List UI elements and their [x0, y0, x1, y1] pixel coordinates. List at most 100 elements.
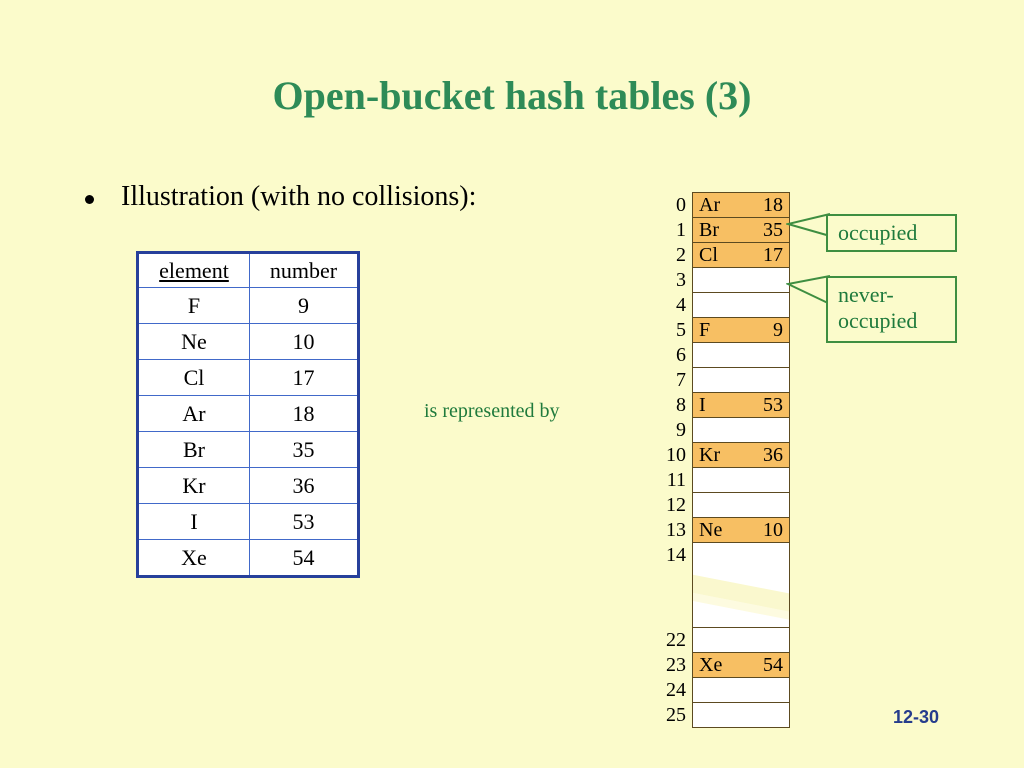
hash-bucket-element: Kr: [699, 444, 721, 466]
hash-bucket-row: 3: [658, 267, 790, 293]
hash-bucket-cell: [692, 702, 790, 728]
hash-bucket-index: 12: [666, 494, 686, 516]
hash-bucket-index: 9: [676, 419, 686, 441]
hash-bucket-element: F: [699, 319, 711, 341]
hash-bucket-index: 13: [666, 519, 686, 541]
hash-bucket-cell: [692, 492, 790, 518]
hash-bucket-cell: Cl 17: [692, 242, 790, 268]
hash-table-break: [658, 567, 790, 628]
bullet-text: Illustration (with no collisions):: [121, 181, 477, 212]
hash-bucket-index: 25: [666, 704, 686, 726]
cell-element: I: [137, 503, 250, 540]
hash-bucket-cell: Ar 18: [692, 192, 790, 218]
hash-bucket-cell: [692, 542, 790, 568]
cell-number: 53: [249, 503, 359, 540]
hash-bucket-index: 0: [676, 194, 686, 216]
column-header-element: element: [137, 252, 250, 288]
break-index-spacer: [658, 568, 692, 628]
hash-bucket-row: 4: [658, 292, 790, 318]
hash-bucket-cell: [692, 467, 790, 493]
cell-number: 10: [249, 323, 359, 360]
hash-bucket-index: 6: [676, 344, 686, 366]
callout-never-occupied-label: never-occupied: [838, 282, 918, 333]
hash-bucket-index: 24: [666, 679, 686, 701]
hash-bucket-element: Cl: [699, 244, 718, 266]
hash-bucket-index: 2: [676, 244, 686, 266]
hash-bucket-number: 35: [763, 219, 783, 241]
hash-bucket-row: 24: [658, 677, 790, 703]
cell-number: 17: [249, 359, 359, 396]
hash-bucket-cell: I 53: [692, 392, 790, 418]
is-represented-by-label: is represented by: [424, 400, 560, 422]
hash-bucket-cell: Ne 10: [692, 517, 790, 543]
hash-bucket-row: 14: [658, 542, 790, 568]
hash-bucket-row: 13 Ne 10: [658, 517, 790, 543]
cell-element: Xe: [137, 539, 250, 577]
hash-bucket-row: 0 Ar 18: [658, 192, 790, 218]
column-header-number: number: [249, 252, 359, 288]
hash-bucket-number: 9: [773, 319, 783, 341]
hash-bucket-index: 11: [666, 469, 686, 491]
hash-bucket-cell: [692, 367, 790, 393]
hash-bucket-cell: Br 35: [692, 217, 790, 243]
hash-bucket-element: Ne: [699, 519, 723, 541]
bullet-item: Illustration (with no collisions):: [85, 181, 476, 213]
cell-number: 9: [249, 287, 359, 324]
callout-occupied-label: occupied: [838, 220, 918, 245]
hash-bucket-element: I: [699, 394, 706, 416]
hash-bucket-row: 7: [658, 367, 790, 393]
hash-bucket-index: 14: [666, 544, 686, 566]
page-title: Open-bucket hash tables (3): [272, 73, 752, 118]
hash-bucket-row: 12: [658, 492, 790, 518]
cell-element: F: [137, 287, 250, 324]
hash-bucket-index: 1: [676, 219, 686, 241]
break-box: [692, 567, 790, 628]
hash-bucket-element: Br: [699, 219, 719, 241]
hash-bucket-index: 7: [676, 369, 686, 391]
cell-number: 18: [249, 395, 359, 432]
hash-bucket-number: 53: [763, 394, 783, 416]
cell-element: Ar: [137, 395, 250, 432]
hash-bucket-number: 36: [763, 444, 783, 466]
hash-bucket-row: 11: [658, 467, 790, 493]
hash-bucket-element: Ar: [699, 194, 721, 216]
callout-never-occupied: never-occupied: [826, 276, 957, 343]
hash-bucket-cell: [692, 267, 790, 293]
hash-bucket-cell: [692, 342, 790, 368]
hash-bucket-index: 8: [676, 394, 686, 416]
hash-bucket-number: 18: [763, 194, 783, 216]
hash-bucket-row: 25: [658, 702, 790, 728]
hash-bucket-row: 22: [658, 627, 790, 653]
hash-bucket-cell: Kr 36: [692, 442, 790, 468]
page-number: 12-30: [893, 707, 940, 727]
cell-element: Ne: [137, 323, 250, 360]
cell-element: Br: [137, 431, 250, 468]
hash-bucket-index: 23: [666, 654, 686, 676]
hash-bucket-row: 9: [658, 417, 790, 443]
hash-bucket-cell: [692, 627, 790, 653]
hash-bucket-number: 17: [763, 244, 783, 266]
hash-bucket-index: 5: [676, 319, 686, 341]
hash-bucket-number: 10: [763, 519, 783, 541]
hash-bucket-cell: [692, 292, 790, 318]
hash-bucket-number: 54: [763, 654, 783, 676]
hash-bucket-row: 1 Br 35: [658, 217, 790, 243]
bullet-dot-icon: [85, 195, 94, 204]
